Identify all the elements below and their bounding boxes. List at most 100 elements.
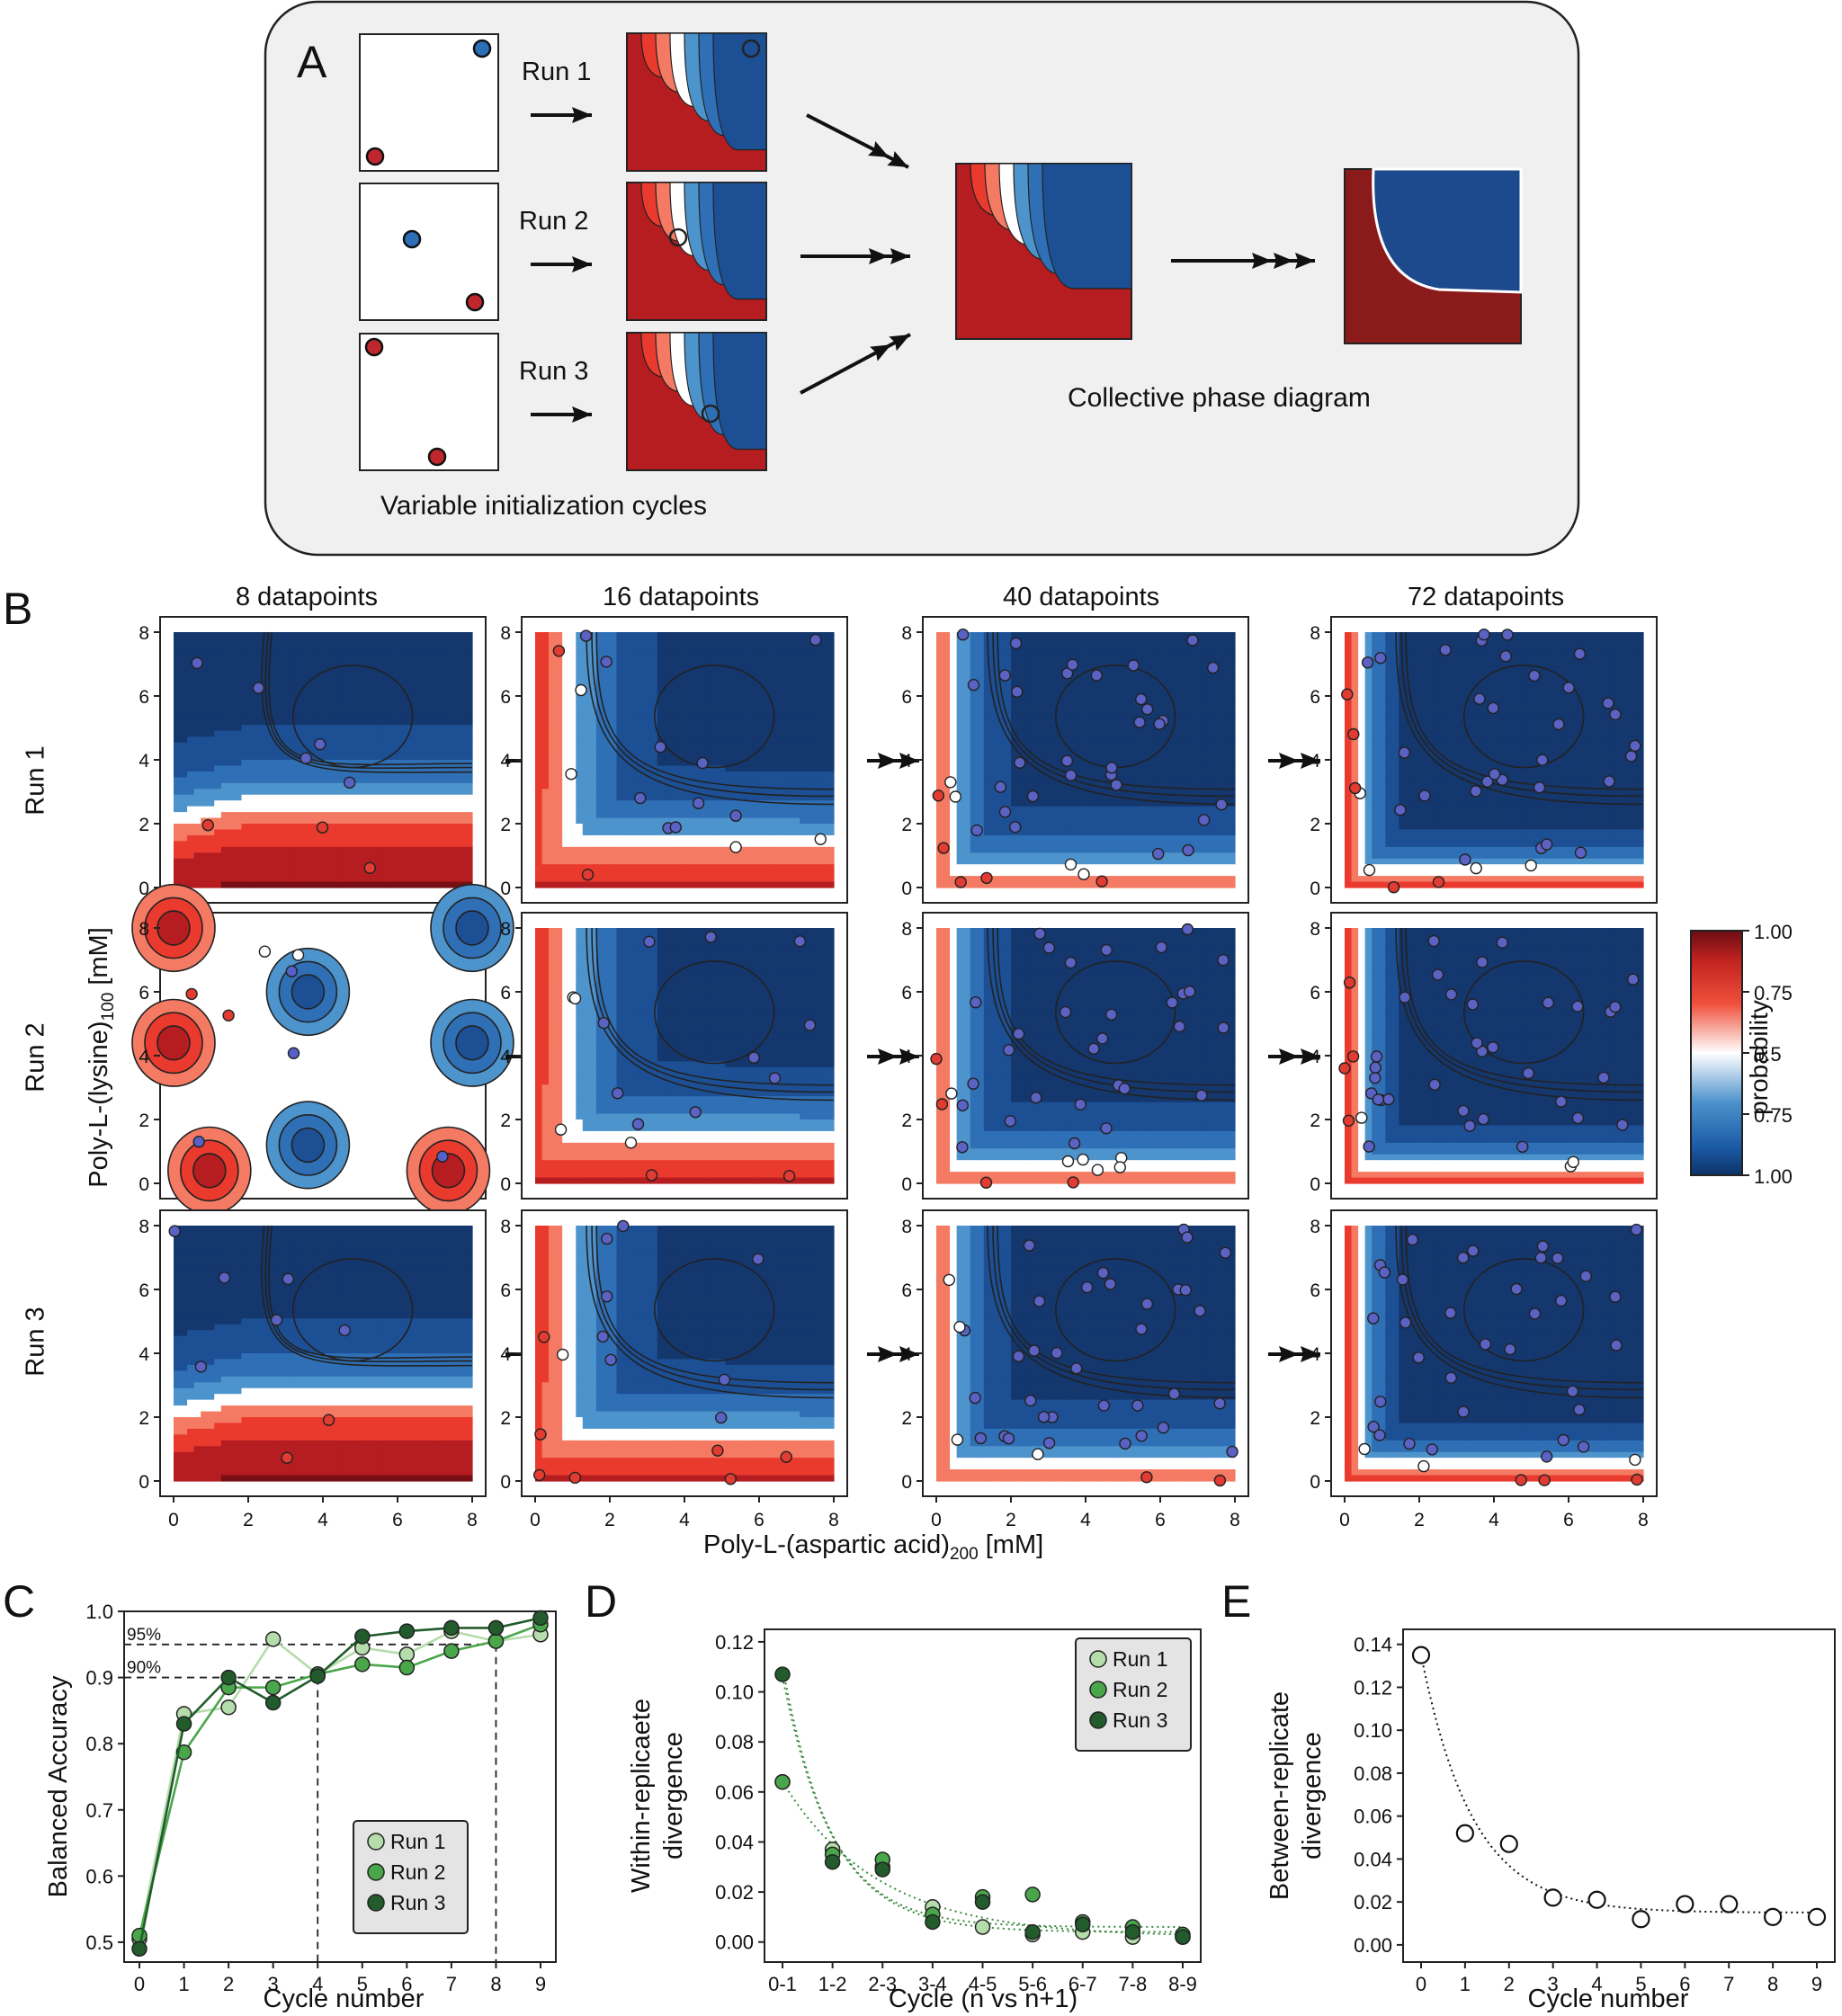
sample-point <box>1064 858 1077 871</box>
sample-point <box>191 656 203 670</box>
sample-point <box>1528 1307 1542 1320</box>
y-tick-label: 0 <box>1310 1174 1320 1195</box>
sample-point <box>1496 936 1509 949</box>
sample-point <box>1179 1284 1193 1297</box>
sample-point <box>1602 697 1614 709</box>
sample-point <box>194 1360 208 1373</box>
y-axis-label: divergence <box>659 1732 688 1860</box>
y-tick-label: 6 <box>500 983 511 1004</box>
sample-point <box>1528 669 1541 682</box>
sample-point <box>1444 1307 1457 1319</box>
y-tick-label: 1.0 <box>85 1601 113 1623</box>
data-point <box>1676 1895 1694 1913</box>
x-tick-label: 5 <box>1635 1973 1646 1995</box>
sample-point <box>1341 688 1354 700</box>
sample-point <box>998 669 1012 682</box>
sample-point <box>1135 1323 1148 1335</box>
run-3-mini-map <box>626 332 767 471</box>
x-tick-label: 8 <box>1638 1510 1649 1530</box>
sample-point <box>1186 634 1199 647</box>
fit-curve <box>782 1781 1184 1936</box>
sample-point <box>1478 629 1490 641</box>
y-tick-label: 0 <box>139 879 149 899</box>
y-tick-label: 0.12 <box>715 1631 754 1654</box>
sample-point <box>218 1271 231 1284</box>
x-tick-label: 2 <box>604 1510 615 1530</box>
x-tick-label: 3 <box>1548 1973 1559 1995</box>
sample-point <box>282 1272 294 1286</box>
data-point-run-1 <box>264 1631 282 1647</box>
x-tick-label: 8 <box>490 1973 501 1995</box>
y-tick-label: 0.04 <box>1354 1848 1392 1870</box>
sample-point <box>1603 775 1615 788</box>
sample-point <box>258 945 272 958</box>
y-tick-label: 6 <box>901 687 912 708</box>
sample-point <box>287 1047 300 1059</box>
sample-point <box>1110 779 1122 791</box>
sample-point <box>956 629 970 641</box>
sample-point <box>1398 746 1411 759</box>
x-tick-label: 0 <box>1339 1510 1350 1530</box>
y-tick-label: 6 <box>901 1280 912 1301</box>
x-axis-label: Cycle (n vs n+1) <box>889 1985 1077 2013</box>
y-tick-label: 2 <box>901 1408 912 1429</box>
sample-point <box>979 1176 993 1189</box>
sample-point <box>314 738 326 751</box>
sample-point <box>1538 1474 1551 1486</box>
y-tick-label: 8 <box>139 1217 149 1237</box>
sample-point <box>711 1444 724 1457</box>
sample-point <box>654 741 666 754</box>
data-point <box>1720 1895 1739 1913</box>
legend-label: Run 1 <box>390 1830 445 1853</box>
data-point-run-2 <box>175 1744 192 1761</box>
sample-point <box>1363 1140 1375 1153</box>
sample-point <box>612 1087 624 1100</box>
x-tick-label: 4 <box>1489 1510 1499 1530</box>
x-tick-label: 4 <box>1591 1973 1602 1995</box>
sample-point <box>1457 1405 1470 1418</box>
sample-point <box>1439 644 1452 656</box>
sample-point <box>1134 692 1148 706</box>
y-tick-label: 0.8 <box>85 1733 113 1755</box>
sample-point <box>704 931 717 943</box>
sample-point <box>954 876 967 888</box>
x-tick-label: 9 <box>1811 1973 1822 1995</box>
sample-point <box>322 1414 335 1426</box>
sample-point <box>1026 789 1040 803</box>
panel-c-letter: C <box>3 1575 35 1628</box>
panel-c-frame <box>123 1610 557 1963</box>
sample-point <box>285 965 298 977</box>
data-point <box>1632 1910 1650 1929</box>
sample-point <box>1466 998 1480 1011</box>
sample-point <box>1473 692 1486 705</box>
y-tick-label: 0.5 <box>85 1931 113 1954</box>
data-point-run-2 <box>264 1679 282 1696</box>
sample-point <box>1566 1385 1579 1398</box>
sample-point <box>1552 718 1565 731</box>
legend-marker <box>367 1894 385 1912</box>
sample-point <box>1090 669 1104 682</box>
x-tick-label: 8 <box>1767 1973 1778 1995</box>
final-phase-map <box>1344 167 1523 344</box>
sample-point <box>575 683 587 697</box>
sample-point <box>943 1273 956 1287</box>
sample-point <box>1173 1020 1186 1033</box>
col-arrow-run3-2 <box>867 1346 919 1362</box>
sample-point <box>1042 1437 1056 1450</box>
sample-point <box>1343 976 1356 989</box>
sample-point <box>1467 1244 1480 1257</box>
sample-point <box>782 1170 796 1182</box>
x-tick-label: 0-1 <box>768 1973 797 1995</box>
colorbar: 1.000.750.50.751.00 <box>1690 921 1793 1188</box>
sample-point <box>1597 1071 1610 1084</box>
sample-point <box>1064 769 1077 781</box>
sample-point <box>1226 1445 1238 1458</box>
sample-point <box>1499 650 1512 663</box>
sample-point <box>1104 1278 1117 1290</box>
sample-point <box>1516 1140 1529 1154</box>
x-axis-label: Cycle number <box>1528 1985 1689 2013</box>
sample-point <box>316 821 329 834</box>
sample-point <box>1077 868 1090 880</box>
